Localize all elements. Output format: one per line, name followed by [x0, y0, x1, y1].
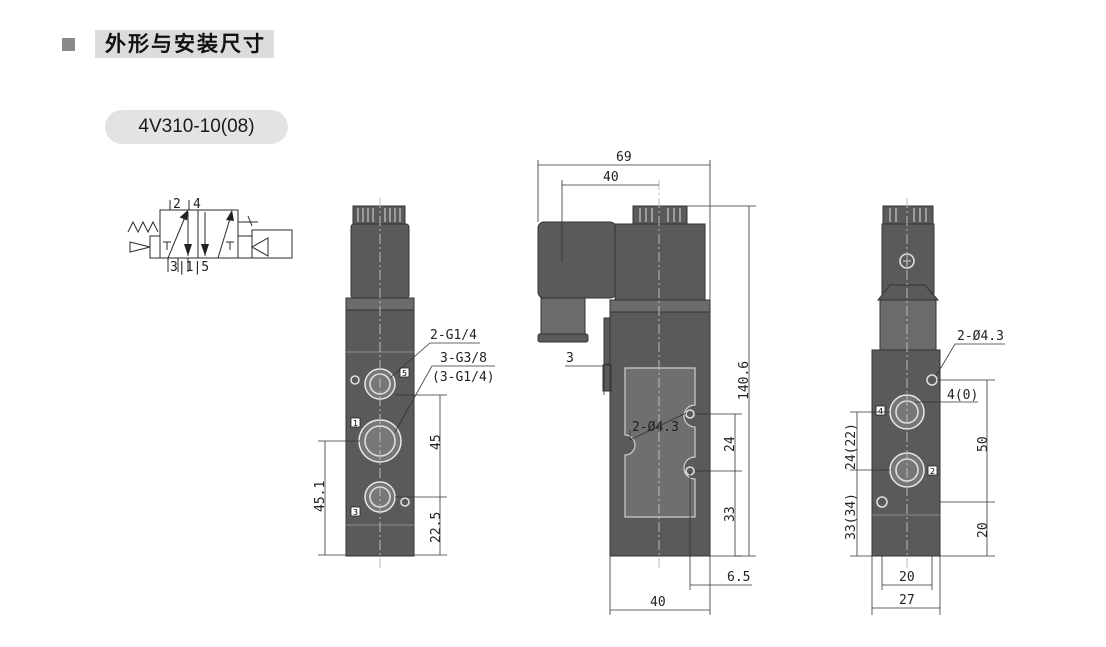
right-actuator-icon [250, 237, 269, 257]
end-callout-port: 4(0) [947, 388, 978, 403]
model-badge: 4V310-10(08) [105, 110, 288, 144]
front-callout-g14-alt: (3-G1/4) [432, 370, 495, 385]
end-dim-20-side: 20 [976, 522, 991, 538]
side-dim-140-6: 140.6 [737, 361, 752, 400]
end-dim-33-34: 33(34) [844, 493, 859, 540]
side-callout-holes: 2-Ø4.3 [632, 420, 679, 435]
side-dim-6-5: 6.5 [727, 570, 750, 585]
front-dim-22-5: 22.5 [429, 512, 444, 543]
front-dim-45-1: 45.1 [313, 481, 328, 512]
end-port-label-4: 4 [878, 407, 883, 416]
left-actuator-icon [129, 241, 151, 253]
end-port-label-2: 2 [930, 467, 935, 476]
side-dim-33: 33 [723, 506, 738, 522]
side-view: 69 40 3 2-Ø4.3 24 33 140.6 6.5 40 [537, 150, 756, 615]
symbol-port-4: 4 [193, 197, 201, 212]
header-square-icon [62, 37, 75, 51]
section-header: 外形与安装尺寸 [62, 30, 274, 58]
symbol-bottom-ports: 3|1|5 [170, 260, 209, 275]
symbol-port-2: 2 [173, 197, 181, 212]
front-port-label-3: 3 [353, 508, 358, 517]
valve-symbol: 2 4 3|1|5 [127, 197, 293, 275]
side-dim-24: 24 [723, 436, 738, 452]
end-callout-holes: 2-Ø4.3 [957, 329, 1004, 344]
end-view: 4 2 2-Ø4.3 4(0) 50 20 24(22) 33(34) 20 2… [844, 198, 1005, 615]
end-dim-50: 50 [976, 436, 991, 452]
front-view: 5 1 3 2-G1/4 3-G3/8 (3-G1/4) 45 22.5 45.… [313, 198, 495, 570]
front-port-label-1: 1 [353, 419, 358, 428]
front-dim-45: 45 [429, 434, 444, 450]
side-dim-69: 69 [616, 150, 632, 165]
spring-icon [127, 220, 159, 234]
side-dim-3: 3 [566, 351, 574, 366]
end-dim-27: 27 [899, 593, 915, 608]
front-callout-g14: 2-G1/4 [430, 328, 477, 343]
end-dim-24-22: 24(22) [844, 423, 859, 470]
side-dim-40-top: 40 [603, 170, 619, 185]
front-port-label-5: 5 [402, 369, 407, 378]
side-dim-40-bottom: 40 [650, 595, 666, 610]
end-dim-20-bottom: 20 [899, 570, 915, 585]
section-title: 外形与安装尺寸 [95, 30, 274, 58]
front-callout-g38: 3-G3/8 [440, 351, 487, 366]
